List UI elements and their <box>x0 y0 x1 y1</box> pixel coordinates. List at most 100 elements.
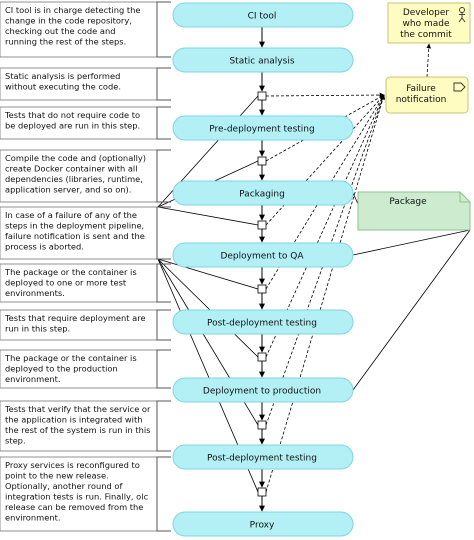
note-line: checking out the code and <box>5 26 116 36</box>
note-line: Tests that verify that the service or <box>4 404 151 414</box>
step-capsule <box>172 444 354 470</box>
note-line: be deployed are run in this step. <box>5 121 140 131</box>
developer-label: the commit <box>400 30 452 40</box>
note-line: environment. <box>5 513 60 523</box>
note-frame <box>0 456 158 532</box>
note-line: running the rest of the steps. <box>5 37 126 47</box>
note-bracket <box>156 206 171 260</box>
package-link-line <box>352 229 471 256</box>
decision-node <box>257 420 267 430</box>
note-line: environments. <box>5 288 65 298</box>
note-bracket <box>156 67 171 101</box>
note-line: Static analysis is performed <box>5 71 120 81</box>
step-capsule <box>172 2 354 28</box>
package-box: Package <box>357 191 471 231</box>
step-label: Pre-deployment testing <box>209 125 314 135</box>
note-box: CI tool is in charge detecting thechange… <box>0 1 171 58</box>
send-signal-icon <box>453 82 466 92</box>
actor-icon <box>458 7 466 23</box>
step-label: Post-deployment testing <box>207 319 317 329</box>
package-link-line <box>352 192 359 205</box>
note-line: application server, and so on). <box>5 185 131 195</box>
note-line: integration tests is run. Finally, olc <box>5 492 149 502</box>
note-line: point to the new release. <box>5 471 109 481</box>
decision-node <box>257 156 267 166</box>
failure-label: Failure <box>406 84 436 94</box>
pipeline-step: Pre-deployment testing <box>172 115 354 141</box>
step-label: Proxy <box>250 521 275 531</box>
note-frame <box>0 309 158 341</box>
decision-node <box>257 91 267 101</box>
note-line: Tests that require deployment are <box>4 313 146 323</box>
note-line: step. <box>5 436 26 446</box>
pipeline-step: Post-deployment testing <box>172 309 354 335</box>
failure-arrow <box>265 94 386 493</box>
note-line: release can be removed from the <box>5 502 143 512</box>
note-line: Compile the code and (optionally) <box>5 153 146 163</box>
failure-label: notification <box>396 95 447 105</box>
developer-frame <box>387 2 471 44</box>
decision-node <box>257 487 267 497</box>
step-label: Post-deployment testing <box>207 454 317 464</box>
decision-node <box>257 284 267 294</box>
pipeline-step: Static analysis <box>172 47 354 73</box>
note-line: failure notification is sent and the <box>5 231 145 241</box>
note-line: process is aborted. <box>5 242 84 252</box>
note-box: In case of a failure of any of thesteps … <box>0 206 171 260</box>
note-line: deployed to the production <box>5 364 118 374</box>
decision-node <box>257 220 267 230</box>
step-label: Deployment to production <box>203 387 321 397</box>
note-frame <box>0 263 158 303</box>
developer-label: who made <box>403 19 450 29</box>
note-link-line <box>157 258 259 358</box>
package-link-line <box>352 229 471 391</box>
step-capsule <box>172 377 354 403</box>
note-bracket <box>156 349 171 389</box>
note-line: CI tool is in charge detecting the <box>5 5 141 15</box>
developer-label: Developer <box>403 8 450 18</box>
package-frame <box>357 191 471 231</box>
note-line: Tests that do not require code to <box>4 110 140 120</box>
package-fold <box>459 192 470 203</box>
note-box: The package or the container isdeployed … <box>0 263 171 303</box>
note-frame <box>0 67 158 101</box>
package-label: Package <box>389 197 427 207</box>
note-line: deployed to one or more test <box>5 278 127 288</box>
step-label: Deployment to QA <box>220 252 304 262</box>
note-link-line <box>157 206 259 226</box>
note-boxes: CI tool is in charge detecting thechange… <box>0 1 171 532</box>
pipeline-step: Proxy <box>172 511 354 537</box>
step-capsule <box>172 47 354 73</box>
note-line: the application is integrated with <box>5 415 142 425</box>
note-box: Tests that verify that the service orthe… <box>0 400 171 452</box>
note-line: steps in the deployment pipeline, <box>5 221 144 231</box>
pipeline-step: CI tool <box>172 2 354 28</box>
failure-arrow <box>265 92 385 98</box>
step-capsule <box>172 242 354 268</box>
notify-developer-arrow <box>426 43 432 78</box>
note-frame <box>0 400 158 452</box>
note-line: the rest of the system is run in this <box>5 425 151 435</box>
note-line: without executing the code. <box>5 82 121 92</box>
step-capsule <box>172 511 354 537</box>
step-capsule <box>172 115 354 141</box>
note-box: The package or the container isdeployed … <box>0 349 171 389</box>
step-label: CI tool <box>248 12 277 22</box>
note-line: The package or the container is <box>4 267 137 277</box>
note-line: In case of a failure of any of the <box>5 210 137 220</box>
note-line: The package or the container is <box>4 353 137 363</box>
note-line: run in this step. <box>5 324 70 334</box>
step-capsule <box>172 180 354 206</box>
note-bracket <box>156 263 171 303</box>
note-bracket <box>156 400 171 452</box>
failure-arrow <box>265 94 385 226</box>
